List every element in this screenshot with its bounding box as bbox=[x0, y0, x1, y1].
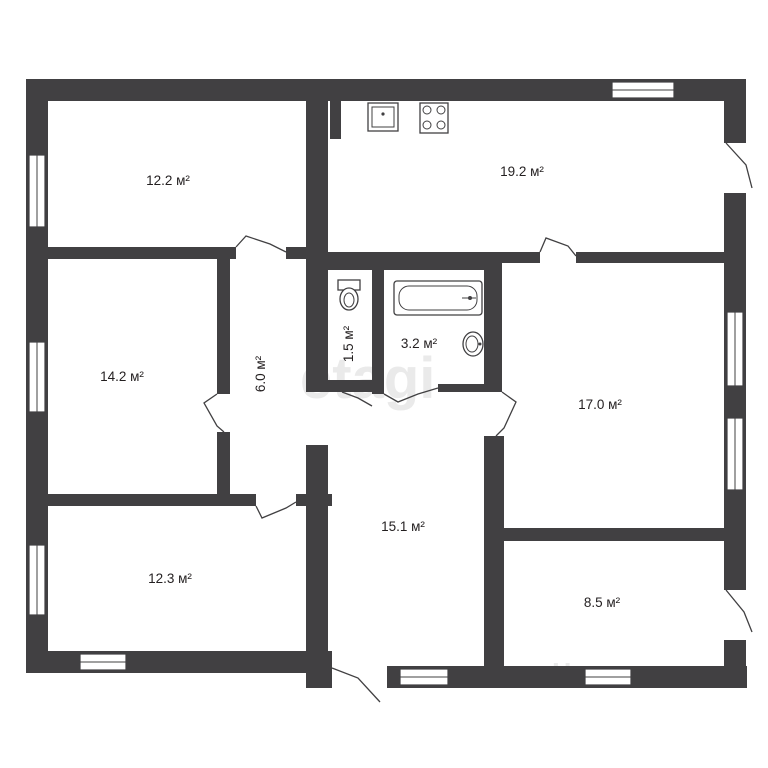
fixtures bbox=[337, 102, 484, 357]
area-label-hall: 15.1 м² bbox=[381, 519, 425, 534]
walls bbox=[26, 79, 747, 688]
area-label-kitchen: 19.2 м² bbox=[500, 164, 544, 179]
area-label-toilet: 1.5 м² bbox=[341, 325, 356, 362]
area-label-bedroom-bottom-left: 12.3 м² bbox=[148, 571, 192, 586]
bathtub-icon bbox=[393, 280, 483, 316]
area-label-room-bottom-right: 8.5 м² bbox=[584, 595, 621, 610]
area-label-bedroom-top-left: 12.2 м² bbox=[146, 173, 190, 188]
area-label-corridor: 6.0 м² bbox=[253, 355, 268, 392]
sink-kitchen-icon bbox=[367, 102, 399, 132]
area-label-room-left-middle: 14.2 м² bbox=[100, 369, 144, 384]
windows bbox=[28, 81, 744, 686]
doors bbox=[203, 142, 753, 703]
area-label-bathroom: 3.2 м² bbox=[401, 336, 438, 351]
area-label-room-right: 17.0 м² bbox=[578, 397, 622, 412]
